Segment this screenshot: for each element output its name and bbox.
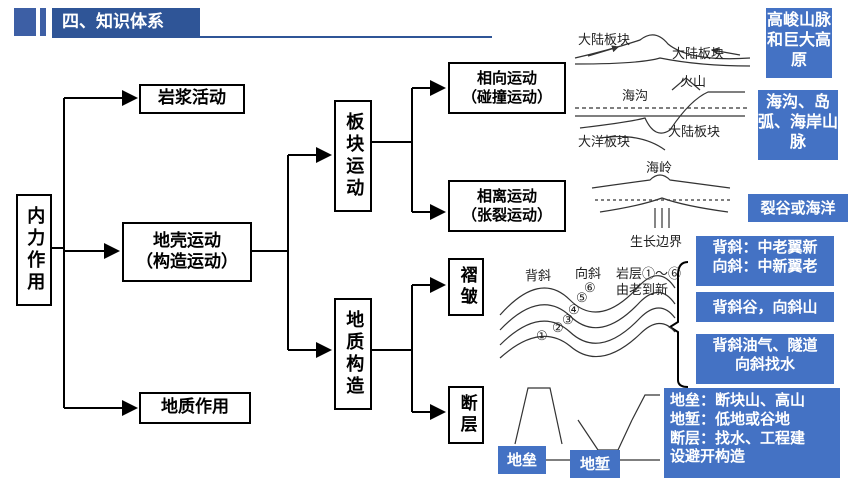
label-anticline: 背斜: [525, 269, 551, 284]
label-layer-4: ④: [568, 303, 580, 318]
result-fault-line2: 地堑：低地或谷地: [670, 409, 791, 428]
subduction-sketch: [579, 91, 745, 134]
node-convergent-line1: 相向运动: [476, 69, 537, 88]
label-layer-5: ⑤: [576, 291, 588, 306]
label-layer-3: ③: [562, 313, 574, 328]
result-fold-valley-mountain: 背斜谷，向斜山: [696, 292, 834, 322]
node-crustal-movement-line2: （构造运动）: [136, 252, 238, 272]
label-growth-boundary: 生长边界: [630, 235, 682, 250]
root-node-internal-force: 内力作用: [16, 194, 52, 306]
result-mountains-plateau: 高峻山脉和巨大高原: [766, 8, 832, 78]
label-old-to-new: 由老到新: [616, 282, 668, 298]
node-plate-movement: 板块运动: [334, 100, 372, 212]
label-trench: 海沟: [622, 89, 648, 104]
header-underline: [52, 36, 492, 38]
node-divergent-line2: （张裂运动）: [461, 206, 552, 224]
node-divergent-movement: 相离运动 （张裂运动）: [448, 180, 566, 232]
node-crustal-movement-line1: 地壳运动: [153, 230, 221, 251]
header-accent-bar-thin: [40, 8, 46, 36]
node-convergent-line2: （碰撞运动）: [461, 88, 552, 106]
result-fault-line3: 断层：找水、工程建: [670, 428, 806, 447]
label-layer-6: ⑥: [584, 281, 596, 296]
label-strata: 岩层①～⑥: [616, 267, 681, 282]
label-layer-2: ②: [552, 321, 564, 336]
result-trench-arc: 海沟、岛弧、海岸山脉: [758, 90, 838, 160]
node-crustal-movement: 地壳运动 （构造运动）: [122, 222, 252, 282]
label-continental-plate-c: 大陆板块: [668, 124, 720, 140]
node-divergent-line1: 相离运动: [476, 187, 537, 206]
node-fold: 褶皱: [448, 258, 484, 316]
node-geological-structure: 地质构造: [334, 298, 372, 410]
label-horst: 地垒: [498, 446, 546, 474]
label-continental-plate-b: 大陆板块: [672, 46, 724, 62]
result-fold-age: 背斜：中老翼新 向斜：中新翼老: [696, 236, 834, 286]
label-volcano: 火山: [680, 75, 706, 90]
section-title: 四、知识体系: [52, 8, 200, 36]
result-fault-summary: 地垒：断块山、高山 地堑：低地或谷地 断层：找水、工程建 设避开构造: [664, 388, 840, 478]
result-fault-line1: 地垒：断块山、高山: [670, 391, 806, 409]
label-ocean-plate: 大洋板块: [578, 135, 630, 150]
result-fold-use-line1: 背斜油气、隧道: [712, 336, 818, 354]
node-fault: 断层: [448, 386, 484, 444]
label-layer-1: ①: [536, 329, 548, 344]
header-accent-bar: [14, 8, 36, 36]
result-fault-line4: 设避开构造: [670, 447, 746, 466]
result-fold-age-line2: 向斜：中新翼老: [712, 256, 818, 275]
horst-sketch: [514, 387, 563, 445]
result-rift-ocean: 裂谷或海洋: [748, 194, 848, 222]
label-ridge: 海岭: [646, 161, 672, 176]
result-fold-use-line2: 向斜找水: [734, 354, 795, 373]
label-graben: 地堑: [570, 450, 620, 478]
ridge-sketch: [591, 174, 731, 189]
result-fold-age-line1: 背斜：中老翼新: [712, 238, 818, 256]
result-fold-use: 背斜油气、隧道 向斜找水: [696, 334, 834, 384]
node-convergent-movement: 相向运动 （碰撞运动）: [448, 62, 566, 114]
label-continental-plate-a: 大陆板块: [578, 32, 630, 48]
node-geological-action: 地质作用: [139, 392, 251, 424]
label-syncline: 向斜: [575, 266, 601, 282]
volcano-sketch: [671, 77, 701, 91]
fold-layer-sketch: [499, 275, 676, 316]
node-magma-activity: 岩浆活动: [139, 84, 245, 114]
graben-sketch: [577, 419, 633, 451]
